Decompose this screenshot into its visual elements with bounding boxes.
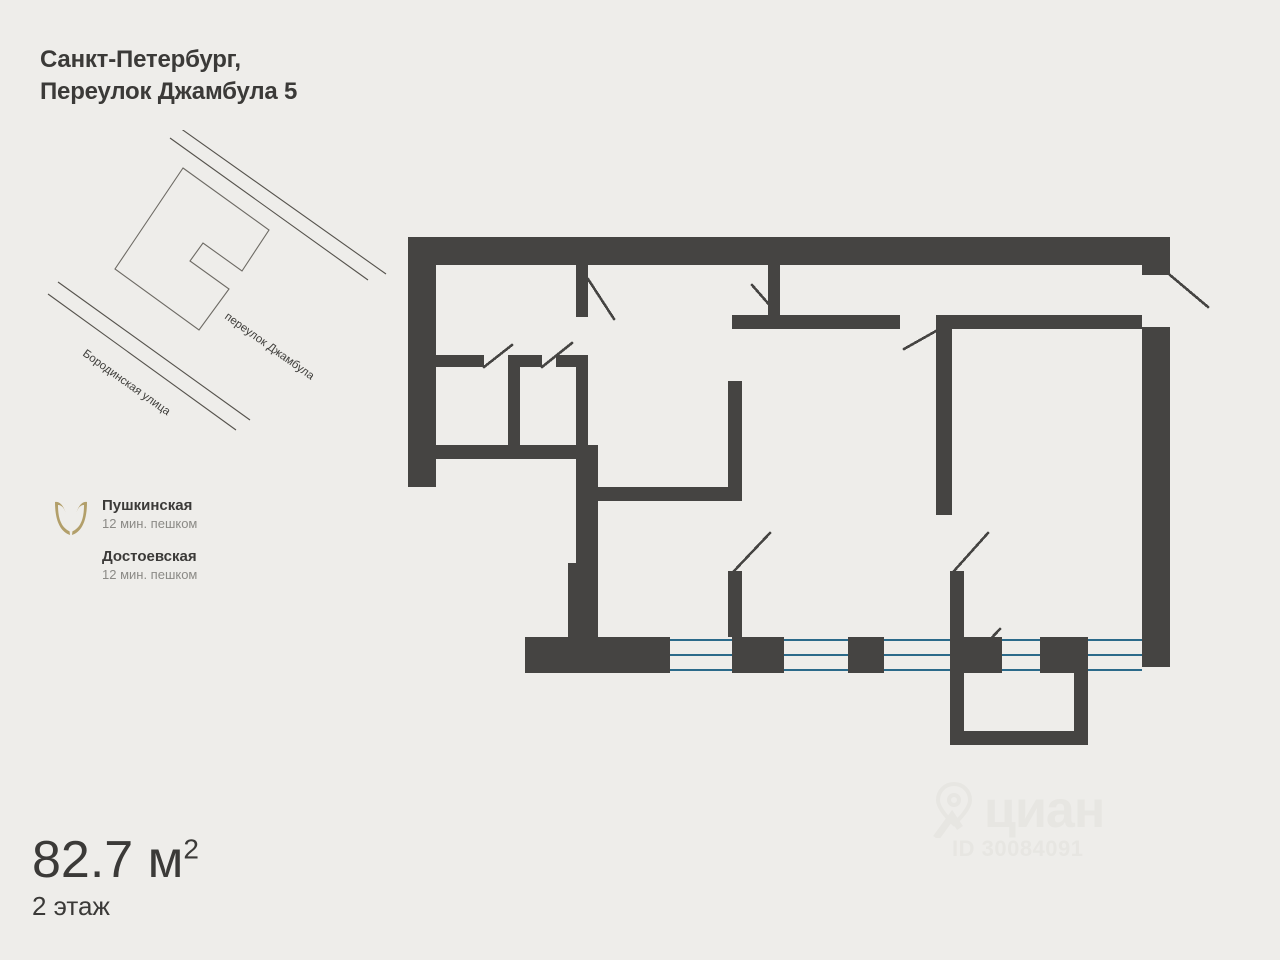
map-label-dzhambula: переулок Джамбула bbox=[222, 311, 316, 383]
plan-interior-walls bbox=[436, 265, 1142, 645]
window-opening-5 bbox=[1088, 638, 1142, 672]
wall-exterior-top bbox=[408, 237, 1170, 265]
wall-partition-upper-left-lower bbox=[576, 355, 588, 445]
wall-exterior-left bbox=[408, 237, 436, 487]
map-street-dzhambula bbox=[169, 130, 387, 281]
plan-walls bbox=[408, 237, 1170, 673]
wall-corridor-notch bbox=[568, 563, 578, 645]
plan-balcony bbox=[950, 667, 1088, 745]
door-balcony-swing bbox=[962, 627, 1002, 669]
metro-station-item: Достоевская 12 мин. пешком bbox=[102, 547, 197, 584]
window-opening-1 bbox=[670, 638, 732, 672]
cian-brand-text: циан bbox=[984, 781, 1105, 839]
door-right-room-top-swing bbox=[902, 329, 938, 351]
cian-pin-icon bbox=[930, 781, 978, 841]
door-entrance-swing bbox=[1168, 273, 1210, 309]
wall-mid-room-door-jamb bbox=[728, 571, 742, 637]
wall-partition-upper-left bbox=[576, 265, 588, 317]
apartment-floor: 2 этаж bbox=[32, 891, 110, 921]
metro-station-walk-time: 12 мин. пешком bbox=[102, 516, 198, 531]
wall-bottom-pier-2 bbox=[848, 637, 884, 673]
location-mini-map: переулок Джамбула Бородинская улица bbox=[20, 130, 400, 470]
wall-corridor-spine bbox=[576, 445, 598, 645]
balcony-wall-right bbox=[1074, 667, 1088, 745]
plan-doors bbox=[482, 273, 1210, 669]
door-living-swing bbox=[586, 277, 616, 321]
door-right-room-swing bbox=[952, 531, 990, 573]
apartment-area: 82.7 м2 bbox=[32, 832, 199, 888]
metro-logo-icon bbox=[52, 496, 90, 540]
wall-mid-room-vertical bbox=[728, 381, 742, 501]
wall-right-room-top bbox=[936, 315, 1142, 329]
wall-wc-vertical-left bbox=[508, 355, 520, 447]
balcony-wall-bottom bbox=[950, 731, 1088, 745]
door-kitchen-swing bbox=[750, 283, 782, 319]
wall-wc-top-mid bbox=[508, 355, 542, 367]
apartment-area-value: 82.7 м bbox=[32, 831, 184, 889]
metro-stations-block: Пушкинская 12 мин. пешком Достоевская 12… bbox=[52, 494, 332, 584]
plan-windows bbox=[670, 638, 1142, 672]
wall-left-stub bbox=[408, 465, 436, 487]
door-mid-room-swing bbox=[732, 531, 772, 573]
wall-exterior-right-upper bbox=[1142, 237, 1170, 275]
metro-station-name: Пушкинская bbox=[102, 497, 193, 514]
wall-mid-room-horizontal bbox=[588, 487, 742, 501]
metro-station-walk-time: 12 мин. пешком bbox=[102, 567, 198, 582]
map-street-borodinskaya bbox=[47, 281, 251, 431]
metro-station-item: Пушкинская 12 мин. пешком bbox=[102, 496, 197, 533]
floor-plan-drawing bbox=[380, 215, 1220, 775]
cian-listing-id: ID 30084091 bbox=[952, 836, 1084, 861]
wall-right-room-left bbox=[936, 315, 952, 515]
wall-wc-top-right bbox=[556, 355, 588, 367]
map-building-outline bbox=[114, 167, 270, 331]
wall-bottom-pier-1 bbox=[732, 637, 784, 673]
door-wc-left-swing bbox=[482, 343, 514, 369]
window-opening-3 bbox=[884, 638, 950, 672]
cian-watermark: циан ID 30084091 bbox=[930, 781, 1190, 892]
address-city-line: Санкт-Петербург, bbox=[40, 46, 241, 73]
window-opening-2 bbox=[784, 638, 848, 672]
page-title: Санкт-Петербург, Переулок Джамбула 5 bbox=[40, 44, 460, 108]
map-label-borodinskaya: Бородинская улица bbox=[80, 348, 172, 419]
wall-kitchen-bottom bbox=[732, 315, 900, 329]
wall-exterior-right bbox=[1142, 327, 1170, 667]
metro-station-name: Достоевская bbox=[102, 548, 197, 565]
address-street-line: Переулок Джамбула 5 bbox=[40, 78, 298, 105]
area-summary: 82.7 м2 2 этаж bbox=[32, 832, 199, 922]
door-wc-right-swing bbox=[540, 341, 574, 369]
wall-right-room-door-jamb bbox=[950, 571, 964, 637]
wall-wc-top-left bbox=[436, 355, 484, 367]
balcony-wall-left bbox=[950, 667, 964, 745]
area-unit-superscript: 2 bbox=[183, 833, 199, 865]
window-opening-4 bbox=[1002, 638, 1040, 672]
wall-corridor-horizontal bbox=[436, 445, 576, 459]
